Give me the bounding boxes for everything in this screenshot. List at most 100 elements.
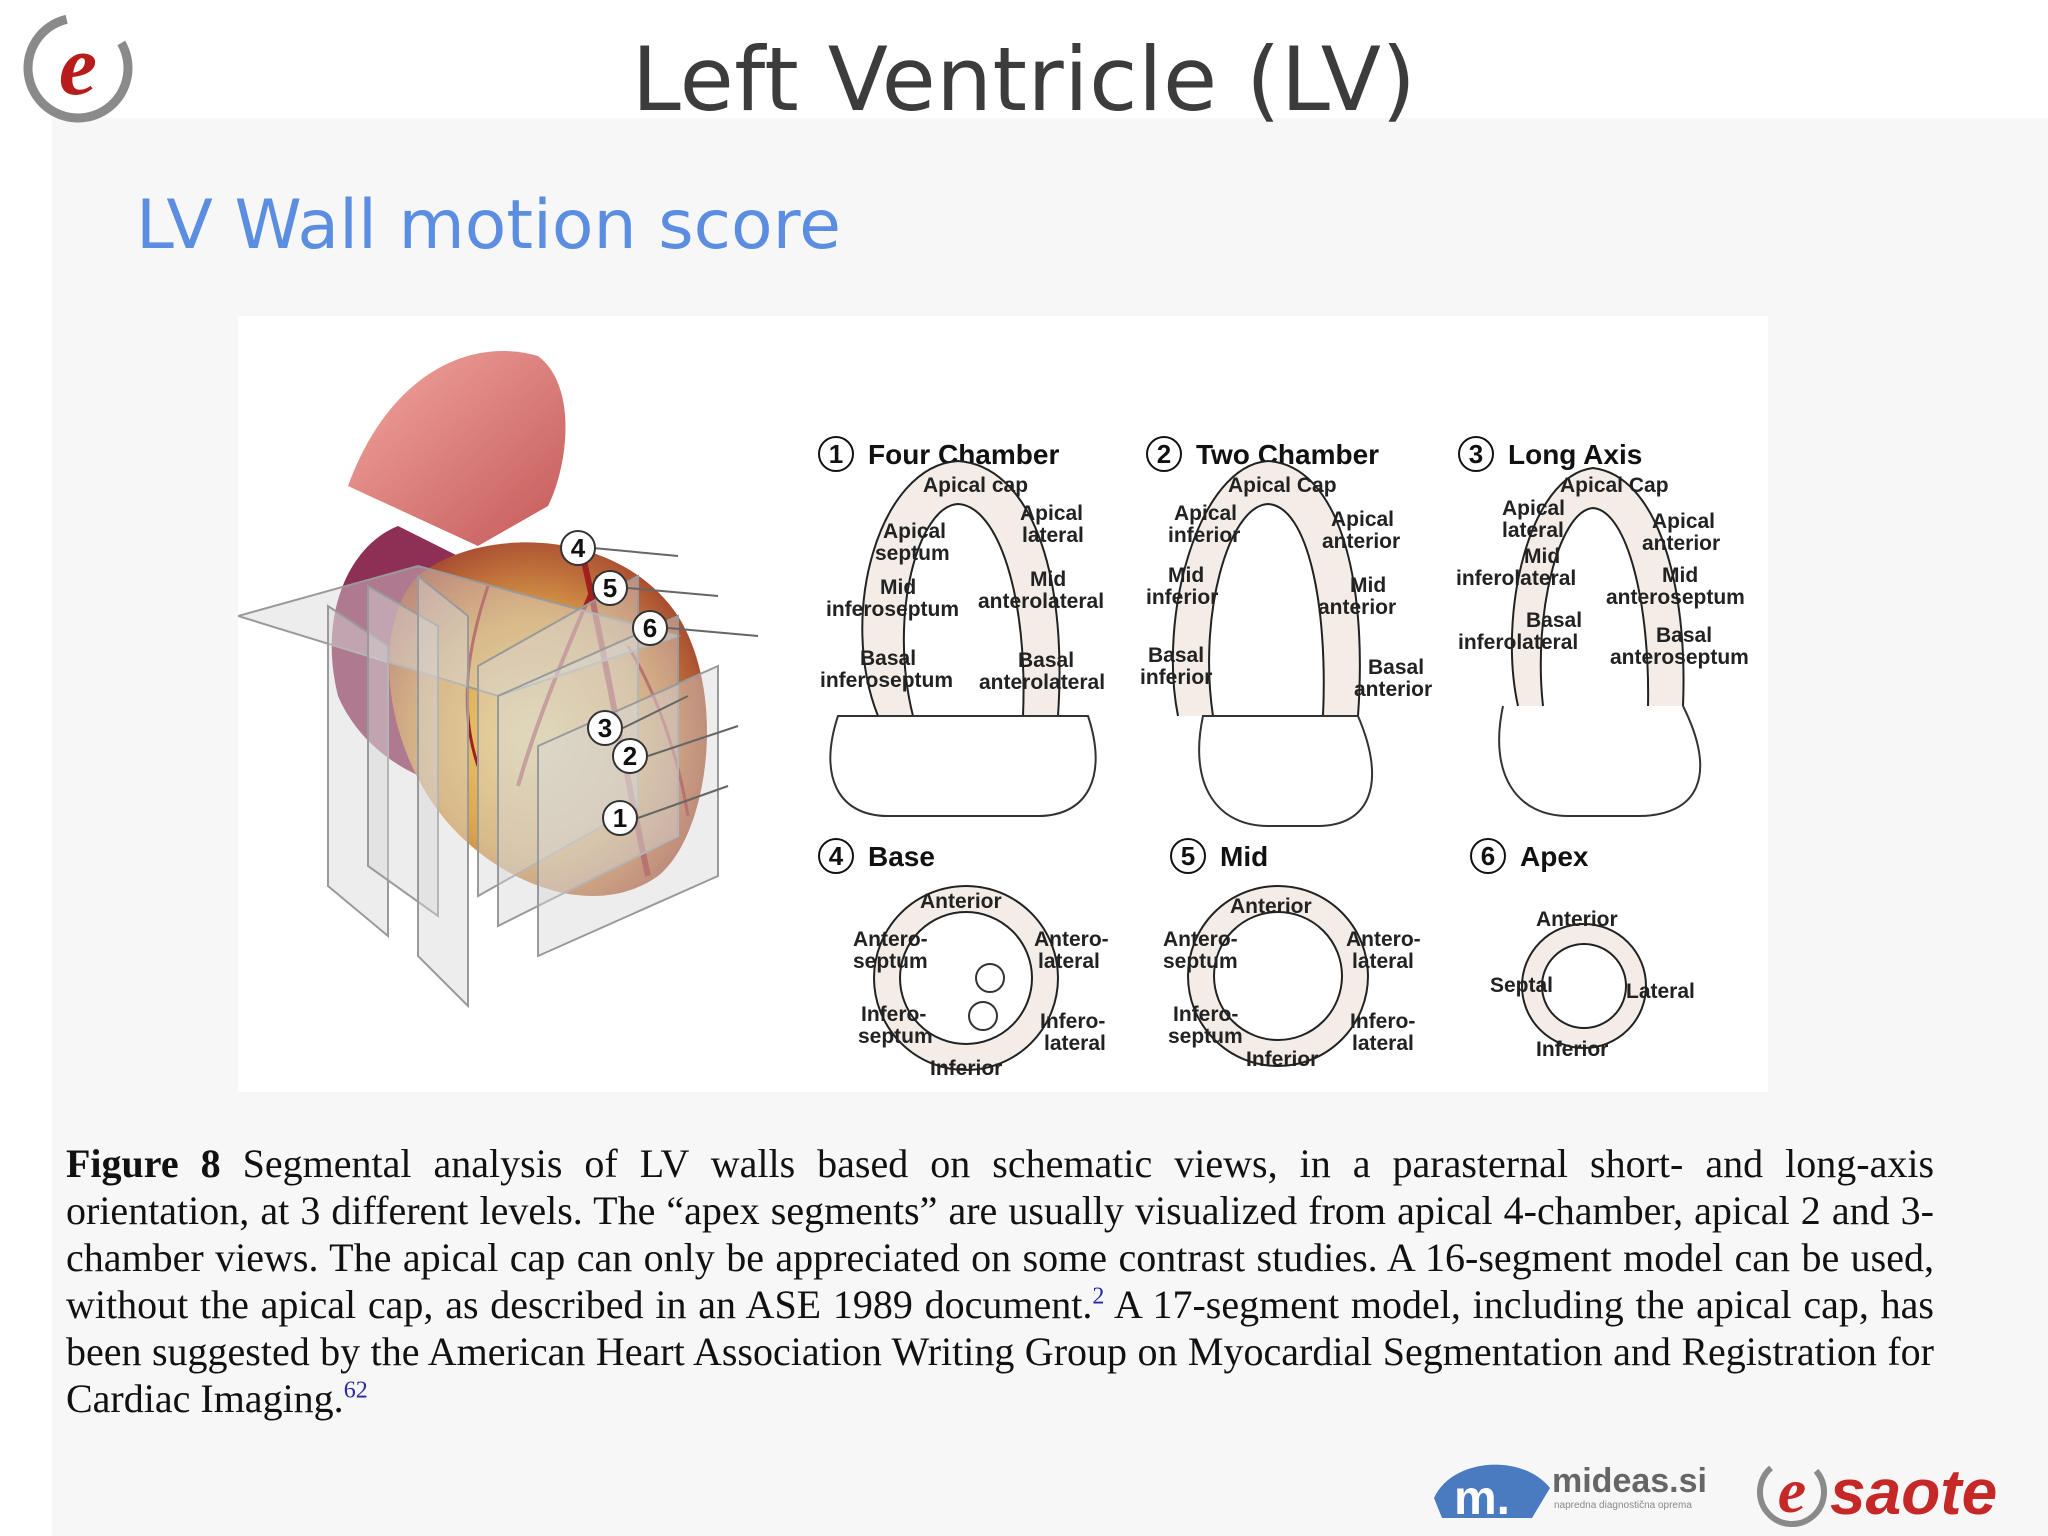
plane-number-callouts: 4 5 6 3 2 1: [560, 530, 759, 836]
segment-label: Apical: [1174, 502, 1237, 525]
segment-label: septum: [875, 542, 950, 565]
segment-label: Basal: [1526, 609, 1582, 632]
view-number-badge: [818, 436, 854, 472]
plane-marker-5: [592, 570, 628, 606]
segment-label: Apical cap: [923, 474, 1028, 497]
segment-label: Apical Cap: [1228, 474, 1337, 497]
segment-label: lateral: [1044, 1032, 1106, 1055]
segment-label: Apical Cap: [1560, 474, 1669, 497]
segment-label: inferior: [1140, 666, 1212, 689]
segment-label: Mid: [1350, 574, 1386, 597]
segment-label: Infero-: [1350, 1010, 1415, 1033]
plane-number-6: 6: [643, 613, 657, 643]
segment-label: Mid: [1662, 564, 1698, 587]
segment-label: Apical: [1652, 510, 1715, 533]
segment-label: Mid: [1030, 568, 1066, 591]
lv-segmentation-figure: 4 5 6 3 2 1 1 Four Chamber Apical cap Ap…: [238, 351, 1749, 1080]
segment-label: Antero-: [853, 928, 928, 951]
segment-label: inferior: [1168, 524, 1240, 547]
view-title: Base: [868, 841, 935, 872]
segment-label: anterolateral: [978, 590, 1104, 613]
svg-text:m.: m.: [1454, 1472, 1510, 1525]
mideas-name: mideas.si: [1552, 1462, 1707, 1500]
caption-text: A 17-segment model, including the apical…: [66, 1282, 1935, 1421]
mideas-tagline: napredna diagnostična oprema: [1554, 1500, 1692, 1511]
mideas-logo: m. mideas.si napredna diagnostična oprem…: [1434, 1462, 1707, 1525]
plane-number-5: 5: [603, 573, 617, 603]
segment-label: anteroseptum: [1610, 646, 1749, 669]
segment-label: anterior: [1354, 678, 1432, 701]
segment-label: anteroseptum: [1606, 586, 1745, 609]
segment-label: Apical: [883, 520, 946, 543]
slice-planes: [238, 564, 719, 1009]
view-long-axis: 3 Long Axis Apical Cap Apical lateral Ap…: [1456, 436, 1749, 817]
view-number: 6: [1481, 841, 1495, 871]
segment-label: lateral: [1038, 950, 1100, 973]
segment-label: septum: [858, 1025, 933, 1048]
segment-label: Mid: [1524, 545, 1560, 568]
plane-number-1: 1: [613, 803, 627, 833]
segment-label: anterolateral: [979, 671, 1105, 694]
plane-number-4: 4: [571, 533, 586, 563]
plane-marker-2: [612, 738, 648, 774]
esaote-name: saote: [1830, 1456, 1997, 1528]
segment-label: lateral: [1352, 950, 1414, 973]
segment-label: Infero-: [1173, 1003, 1238, 1026]
view-number: 3: [1469, 439, 1483, 469]
segment-label: inferolateral: [1456, 567, 1576, 590]
caption-text: Segmental analysis of LV walls based on …: [66, 1141, 1935, 1327]
plane-marker-4: [560, 530, 596, 566]
esaote-logo: e saote: [1757, 1455, 1997, 1528]
segment-label: Basal: [1148, 644, 1204, 667]
reference-link[interactable]: 2: [1092, 1283, 1105, 1310]
segment-label: Antero-: [1034, 928, 1109, 951]
segment-label: Apical: [1331, 508, 1394, 531]
segment-label: Mid: [1168, 564, 1204, 587]
segment-label: inferior: [1146, 586, 1218, 609]
segment-label: Anterior: [1230, 895, 1312, 918]
view-title: Long Axis: [1508, 439, 1642, 470]
view-number: 5: [1181, 841, 1195, 871]
segment-label: Basal: [1018, 649, 1074, 672]
segment-label: septum: [1168, 1025, 1243, 1048]
view-apex: 6 Apex Anterior Septal Lateral Inferior: [1470, 838, 1695, 1061]
segment-label: Basal: [1368, 656, 1424, 679]
segment-label: Basal: [1656, 624, 1712, 647]
segment-label: Inferior: [1536, 1038, 1608, 1061]
reference-link[interactable]: 62: [343, 1377, 368, 1404]
plane-number-2: 2: [623, 741, 637, 771]
view-title: Apex: [1520, 841, 1589, 872]
segment-label: septum: [853, 950, 928, 973]
esaote-e-logo-icon: e: [23, 13, 133, 123]
segment-label: lateral: [1022, 524, 1084, 547]
section-subtitle: LV Wall motion score: [136, 186, 841, 265]
segment-label: anterior: [1642, 532, 1720, 555]
figure-label: Figure 8: [66, 1141, 221, 1186]
plane-marker-1: [602, 800, 638, 836]
segment-label: inferoseptum: [820, 669, 953, 692]
segment-label: Anterior: [920, 890, 1002, 913]
segment-label: Apical: [1502, 497, 1565, 520]
view-mid: 5 Mid Anterior Antero- septum Antero- la…: [1163, 838, 1421, 1071]
view-number: 2: [1157, 439, 1171, 469]
view-number: 4: [829, 841, 844, 871]
segment-label: Inferior: [930, 1057, 1002, 1080]
segment-label: inferolateral: [1458, 631, 1578, 654]
segment-label: Antero-: [1346, 928, 1421, 951]
plane-marker-6: [632, 610, 668, 646]
view-two-chamber: 2 Two Chamber Apical Cap Apical inferior…: [1140, 436, 1432, 827]
figure-caption: Figure 8 Segmental analysis of LV walls …: [66, 1140, 1934, 1422]
view-base: 4 Base Anterior Antero- septum Antero- l…: [818, 838, 1109, 1080]
plane-number-3: 3: [598, 713, 612, 743]
segment-label: inferoseptum: [826, 598, 959, 621]
plane-marker-3: [587, 710, 623, 746]
segment-label: Lateral: [1626, 980, 1695, 1003]
segment-label: Apical: [1020, 502, 1083, 525]
segment-label: anterior: [1318, 596, 1396, 619]
segment-label: Septal: [1490, 974, 1553, 997]
segment-label: Basal: [860, 647, 916, 670]
segment-label: Infero-: [861, 1003, 926, 1026]
segment-label: Inferior: [1246, 1048, 1318, 1071]
segment-label: lateral: [1352, 1032, 1414, 1055]
